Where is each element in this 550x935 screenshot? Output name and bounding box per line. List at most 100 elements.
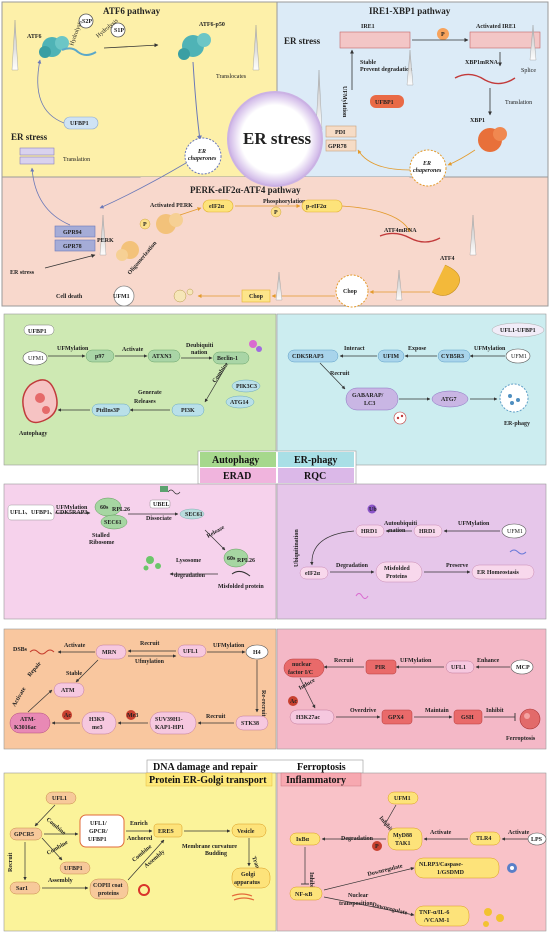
ire1-p-label: P	[441, 32, 445, 38]
tnf-label-2: /VCAM-1	[423, 918, 449, 924]
dsbs-label: DSBs	[13, 647, 28, 653]
autophagy-erphagy-banner: Autophagy ER-phagy ERAD RQC	[197, 450, 357, 485]
perk-protein-icon	[116, 213, 183, 261]
autophagy-ufm1-label: UFM1	[28, 356, 44, 362]
autophagy-ufbp1-label: UFBP1	[28, 329, 47, 335]
ikba-label: IκBα	[296, 837, 310, 843]
erad-ufmylation-label: UFMylation	[56, 505, 88, 511]
er-stress-center-label: ER stress	[243, 129, 312, 148]
ufl1g-label-2: GPCR/	[89, 829, 108, 835]
erphagy-vesicle-icon	[499, 383, 529, 413]
membrane-curvature-label: Membrane curvature	[182, 844, 237, 850]
ire1-translation-label: Translation	[505, 100, 532, 106]
autophagy-ufmylation-label: UFMylation	[57, 346, 89, 352]
h3k9-label-1: H3K9	[89, 717, 104, 723]
suv-label-1: SUV39H1-	[155, 717, 183, 723]
xbp1-label: XBP1	[470, 118, 485, 124]
golgi-line2: apparatus	[234, 880, 261, 886]
erad-complex-label: UFL1、UFBP1、CDK5RAP3	[10, 510, 87, 516]
rerecruited-label: Re-recruited	[260, 690, 266, 723]
atxn3-label: ATXN3	[152, 354, 172, 360]
nfkb-label: NF-κB	[295, 892, 312, 898]
misfolded-line1: Misfolded	[384, 566, 410, 572]
perk-ufm1-label: UFM1	[113, 294, 130, 300]
ferroptosis-panel: MCP Enhance UFL1 UFMylation PIR Recruit …	[276, 628, 547, 750]
overdrive-label: Overdrive	[350, 708, 377, 714]
copii-label-1: COPII coat	[93, 883, 123, 889]
ferroptosis-label: Ferroptosis	[506, 736, 536, 742]
s1p-label: S1P	[114, 28, 124, 34]
pik3c3-label: PIK3C3	[236, 384, 257, 390]
ferro-recruit-label: Recruit	[334, 658, 353, 664]
chaperone-squiggle-icon	[160, 486, 181, 495]
gpcr5-label: GPCR5	[14, 832, 34, 838]
atf6-ufbp1-label: UFBP1	[70, 121, 89, 127]
atf6-grp78-label: GPR78	[63, 244, 82, 250]
cdk5rap3-label: CDK5RAP3	[292, 354, 324, 360]
ire1-chaperones-line1: ER	[422, 161, 431, 167]
ubiquitination-label: Ubiquitination	[294, 529, 300, 567]
dna-ferro-banner: DNA damage and repair Ferroptosis	[146, 759, 364, 774]
nlrp-label-1: NLRP3/Caspase-	[419, 862, 463, 868]
golgi-ufbp1-label: UFBP1	[64, 866, 83, 872]
ire1-label: IRE1	[361, 24, 375, 30]
atf6-title: ATF6 pathway	[103, 6, 161, 16]
erphagy-panel: UFL1-UFBP1 UFM1 UFMylation CYB5R3 Expose…	[276, 313, 547, 466]
ire1-splice-label: Splice	[521, 68, 536, 74]
rqc-panel: Ub Autoubiquiti nation HRD1 HRD1 UFMylat…	[276, 483, 547, 620]
atm-k-label-1: ATM-	[20, 717, 36, 723]
xbp1mrna-label: XBP1mRNA	[465, 60, 499, 66]
deubiquitination-label-1: Deubiquiti	[186, 343, 214, 349]
dna-banner-label: DNA damage and repair	[153, 762, 258, 773]
misfolded-ribosome-icon: 60s RPL26	[223, 548, 255, 577]
erad-rpl26-b-label: RPL26	[237, 558, 255, 564]
atm-label: ATM	[61, 688, 75, 694]
xbp1-protein-icon	[478, 127, 507, 152]
perk-pathway: PERK-eIF2α-ATF4 pathway Activated PERK P…	[10, 185, 477, 308]
s2p-label: S2P	[82, 19, 92, 25]
eres-label: ERES	[158, 829, 174, 835]
cytokine-dots-icon	[483, 908, 504, 927]
perk-er-stress-label: ER stress	[10, 270, 35, 276]
rqc-ufm1-label: UFM1	[507, 529, 523, 535]
tlr4-label: TLR4	[476, 836, 491, 842]
perk-title: PERK-eIF2α-ATF4 pathway	[190, 185, 301, 195]
erad-sec61-label: SEC61	[104, 520, 122, 526]
ire1-er-chaperones-circle-icon: ER chaperones	[409, 149, 447, 187]
misfolded-line2: Proteins	[386, 574, 408, 580]
tnf-label-1: TNF-α/IL-6	[419, 910, 449, 916]
golgi-line1: Golgi	[241, 872, 255, 878]
h4-label: H4	[253, 650, 261, 656]
sar1-label: Sar1	[16, 886, 28, 892]
gabarap-label-1: GABARAP/	[352, 393, 384, 399]
nuclear-factor-label-1: nuclear	[292, 662, 312, 668]
stalled-ribosome-icon: 60s RPL26 SEC61	[94, 497, 130, 530]
autophagy-activate-label: Activate	[122, 347, 144, 353]
golgi-banner-label: Protein ER-Golgi transport	[149, 775, 267, 786]
ferro-inhibit-label: Inhibit	[486, 708, 504, 714]
mrn-label: MRN	[102, 650, 117, 656]
er-membrane-icon	[19, 147, 55, 165]
dna-damage-panel: DSBs Repair Activate MRN Recruit Ufmylat…	[3, 628, 277, 750]
ferro-ufl1-label: UFL1	[451, 665, 466, 671]
myd88-label: MyD88	[393, 833, 412, 839]
me3-label: Me3	[127, 713, 138, 719]
stalled-label: Stalled	[92, 533, 110, 539]
p97-label: p97	[95, 354, 104, 360]
mcp-label: MCP	[516, 665, 530, 671]
expose-label: Expose	[408, 346, 427, 352]
h3k9-label-2: me3	[92, 725, 103, 731]
atg14-label: ATG14	[230, 400, 249, 406]
ubel-label: UBEL	[153, 502, 169, 508]
ribosome-label: Ribosome	[89, 540, 115, 546]
vesicle-label: Vesicle	[237, 829, 255, 835]
h3k27ac-label: H3K27ac	[296, 715, 320, 721]
atf4-label: ATF4	[440, 256, 455, 262]
beclin-molecule-icon	[249, 340, 262, 352]
ferro-ufmylation-label: UFMylation	[400, 658, 432, 664]
ire1-er-stress-label: ER stress	[284, 36, 321, 46]
ire1-prevent-label: Prevent degradation	[360, 67, 413, 73]
nlrp-label-2: 1/GSDMD	[437, 870, 465, 876]
cyb5r3-label: CYB5R3	[441, 354, 464, 360]
erphagy-ufm1-label: UFM1	[511, 354, 527, 360]
